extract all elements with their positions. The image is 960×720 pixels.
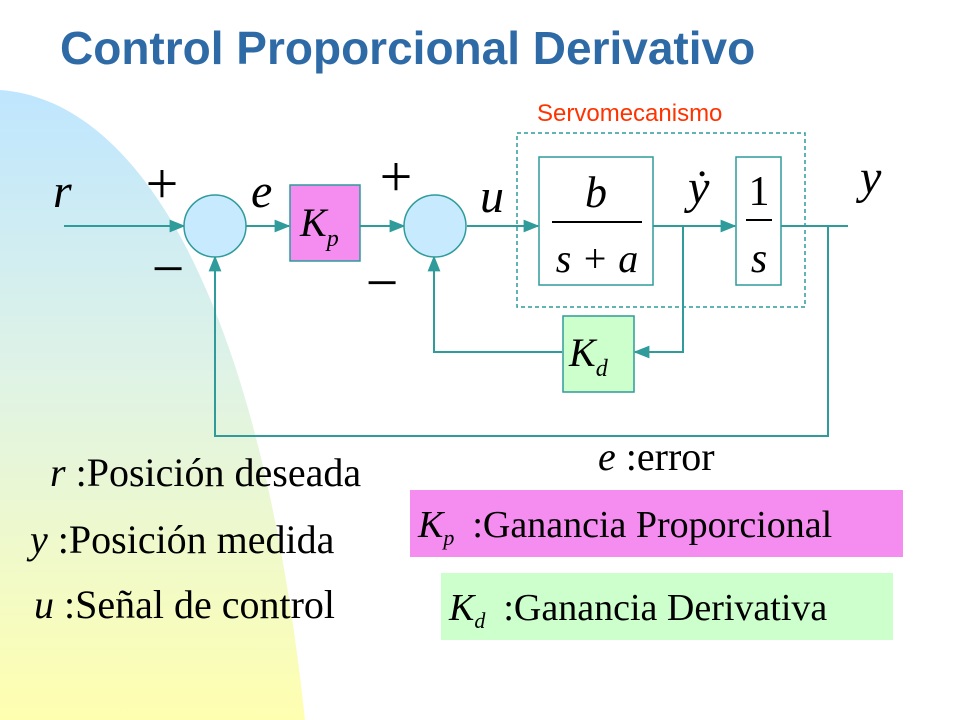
legend-y: y :Posición medida — [26, 517, 335, 562]
servomechanism-label: Servomecanismo — [537, 100, 722, 127]
sum1-plus-sign: + — [146, 151, 179, 216]
signal-u: u — [480, 170, 504, 223]
summing-junction-1 — [183, 194, 247, 258]
kp-block — [289, 184, 361, 262]
wire-kd-feedback — [427, 255, 562, 353]
plant-denominator: s + a — [556, 236, 639, 281]
legend-e: e :error — [598, 434, 715, 479]
summing-junction-2 — [403, 194, 467, 258]
signal-e: e — [251, 165, 272, 218]
legend-r: r :Posición deseada — [50, 450, 361, 495]
wire-derivative-feedback — [633, 226, 684, 359]
servomechanism-box — [516, 132, 806, 308]
sum1-minus-sign: − — [152, 236, 185, 301]
integrator-denominator: s — [751, 236, 767, 282]
wire-position-feedback — [208, 226, 829, 437]
kp-block-label: Kp — [299, 200, 339, 252]
legend-kp: Kp:Ganancia Proporcional — [417, 504, 832, 550]
sum2-plus-sign: + — [380, 144, 413, 209]
plant-numerator: b — [585, 168, 607, 217]
integrator-numerator: 1 — [749, 169, 770, 215]
signal-y: y — [855, 151, 882, 204]
kd-block-label: Kd — [568, 330, 609, 382]
kd-block — [562, 315, 635, 393]
legend-kp-box — [410, 490, 903, 557]
signal-ydot: ẏ — [684, 161, 710, 214]
page-title: Control Proporcional Derivativo — [60, 22, 755, 74]
sum2-minus-sign: − — [366, 250, 399, 315]
legend-kd-box — [441, 573, 893, 640]
signal-r: r — [53, 165, 72, 218]
legend-kd: Kd:Ganancia Derivativa — [448, 587, 827, 633]
background-swoosh — [0, 90, 305, 720]
legend-u: u :Señal de control — [34, 582, 335, 627]
